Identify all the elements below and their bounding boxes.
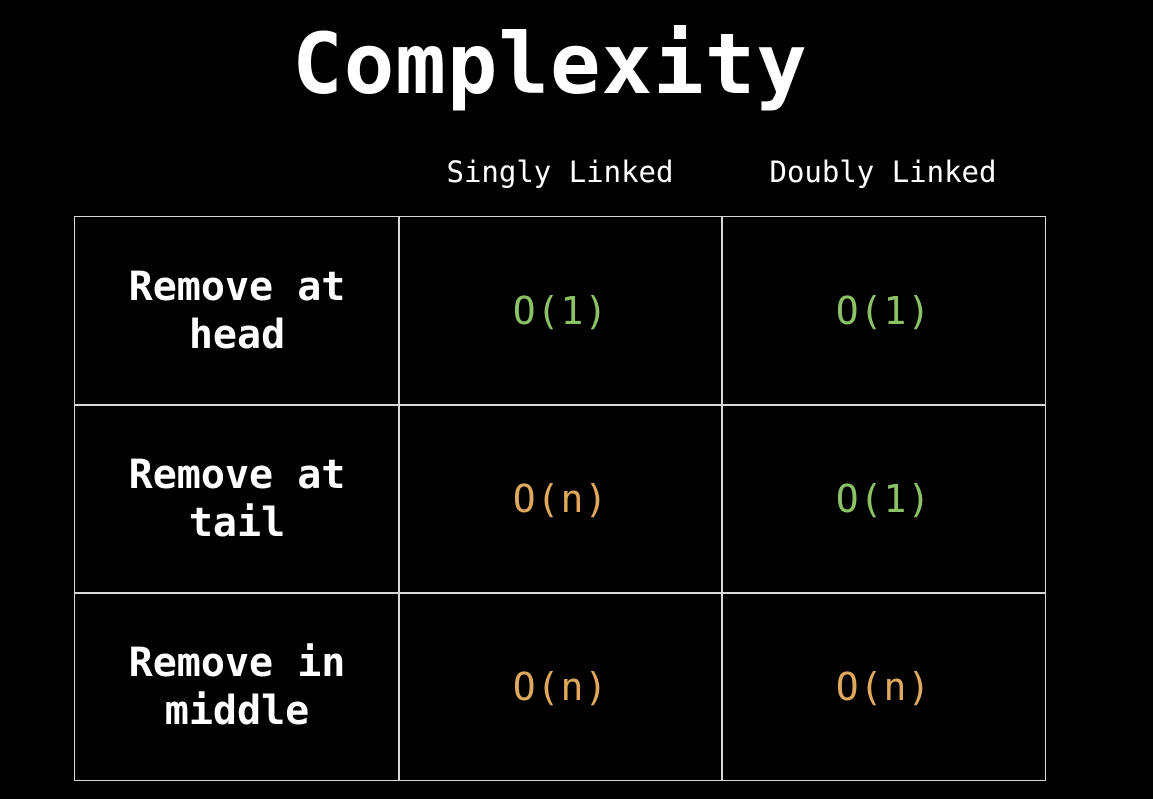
table-cell: O(n): [722, 593, 1045, 780]
table-cell: O(n): [399, 593, 722, 780]
table-divider: [398, 217, 400, 780]
table-row-label-cell: Remove in middle: [75, 593, 399, 780]
column-header-doubly-linked: Doubly Linked: [769, 155, 997, 189]
complexity-table: Remove at head O(1) O(1) Remove at tail …: [74, 216, 1046, 781]
table-cell: O(1): [399, 217, 722, 405]
table-cell: O(n): [399, 405, 722, 593]
table-cell: O(1): [722, 217, 1045, 405]
column-header-singly-linked: Singly Linked: [446, 155, 674, 189]
table-divider: [75, 592, 1045, 594]
complexity-value: O(1): [835, 477, 932, 521]
complexity-value: O(n): [512, 664, 609, 709]
table-cell: O(1): [722, 405, 1045, 593]
complexity-value: O(n): [835, 664, 932, 709]
row-label-remove-at-tail: Remove at tail: [128, 452, 346, 546]
row-label-remove-in-middle: Remove in middle: [128, 639, 346, 734]
row-label-remove-at-head: Remove at head: [128, 264, 346, 358]
slide-title: Complexity: [292, 15, 808, 113]
table-row-label-cell: Remove at tail: [75, 405, 399, 593]
complexity-value: O(1): [835, 289, 932, 333]
table-divider: [721, 217, 723, 780]
complexity-value: O(1): [512, 289, 609, 333]
table-divider: [75, 404, 1045, 406]
complexity-value: O(n): [512, 477, 609, 521]
table-row-label-cell: Remove at head: [75, 217, 399, 405]
